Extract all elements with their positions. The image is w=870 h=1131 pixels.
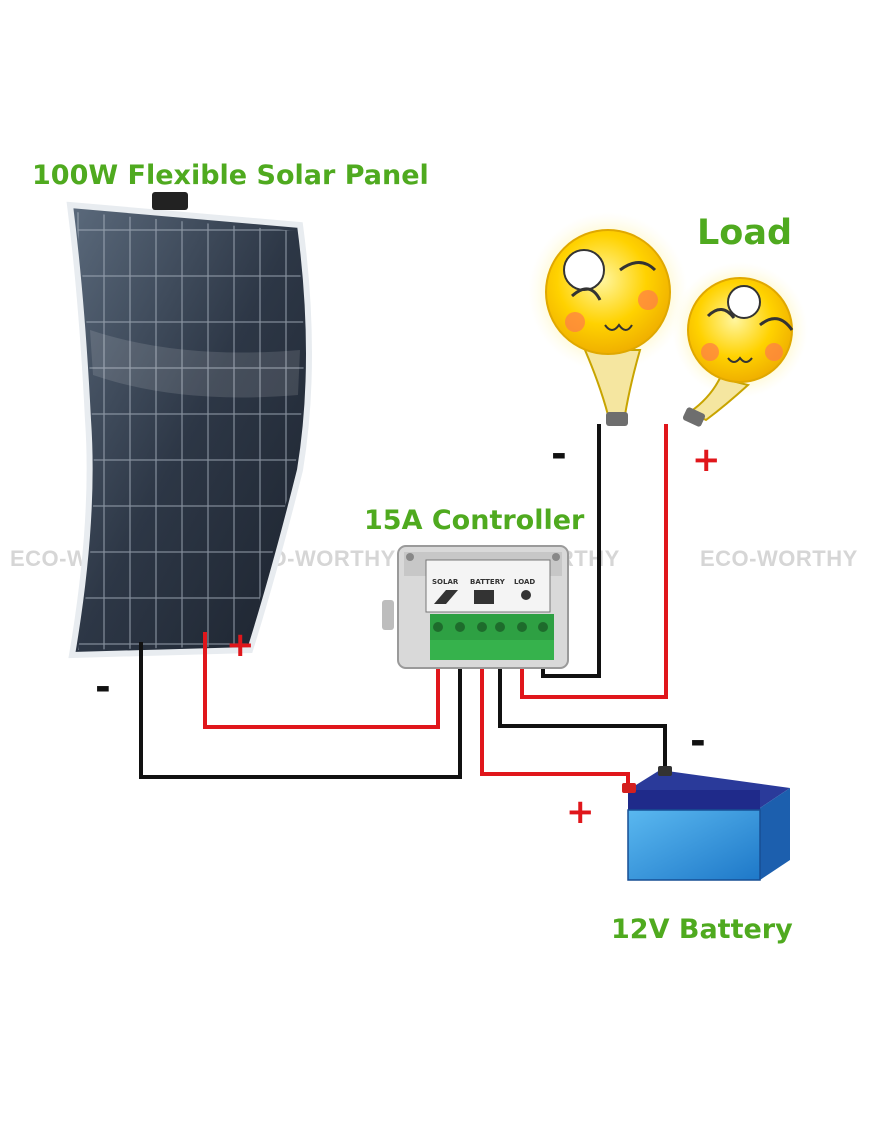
battery-icon — [474, 590, 494, 604]
junction-box — [152, 192, 188, 210]
battery-terminal-positive — [622, 783, 636, 793]
charge-controller: SOLAR BATTERY LOAD — [382, 545, 569, 669]
wire-battery-positive — [480, 620, 630, 785]
battery — [622, 766, 790, 881]
wire-battery-negative — [498, 620, 667, 772]
plus-sign-battery: + — [566, 792, 595, 832]
terminal-label-solar: SOLAR — [432, 578, 459, 586]
label-load: Load — [697, 213, 793, 253]
solar-icon — [434, 590, 458, 604]
plus-sign-solar: + — [226, 625, 255, 665]
minus-sign-load: - — [551, 432, 567, 476]
terminal-block — [430, 614, 554, 640]
minus-sign-battery: - — [690, 719, 706, 763]
terminal-label-battery: BATTERY — [470, 578, 506, 586]
plus-sign-load: + — [692, 440, 721, 480]
wire-solar-negative — [139, 620, 462, 779]
load-bulb-left — [528, 212, 688, 426]
wire-solar-positive — [203, 620, 440, 729]
minus-sign-solar: - — [95, 665, 111, 709]
battery-terminal-negative — [658, 766, 672, 776]
label-solar-panel: 100W Flexible Solar Panel — [32, 160, 429, 191]
label-battery: 12V Battery — [611, 914, 793, 945]
bulb-icon — [521, 590, 531, 600]
watermark: ECO-WORTHY — [700, 546, 858, 571]
terminal-label-load: LOAD — [514, 578, 535, 586]
solar-panel — [66, 192, 312, 659]
load-bulb-right — [672, 262, 808, 427]
label-controller: 15A Controller — [364, 505, 585, 536]
